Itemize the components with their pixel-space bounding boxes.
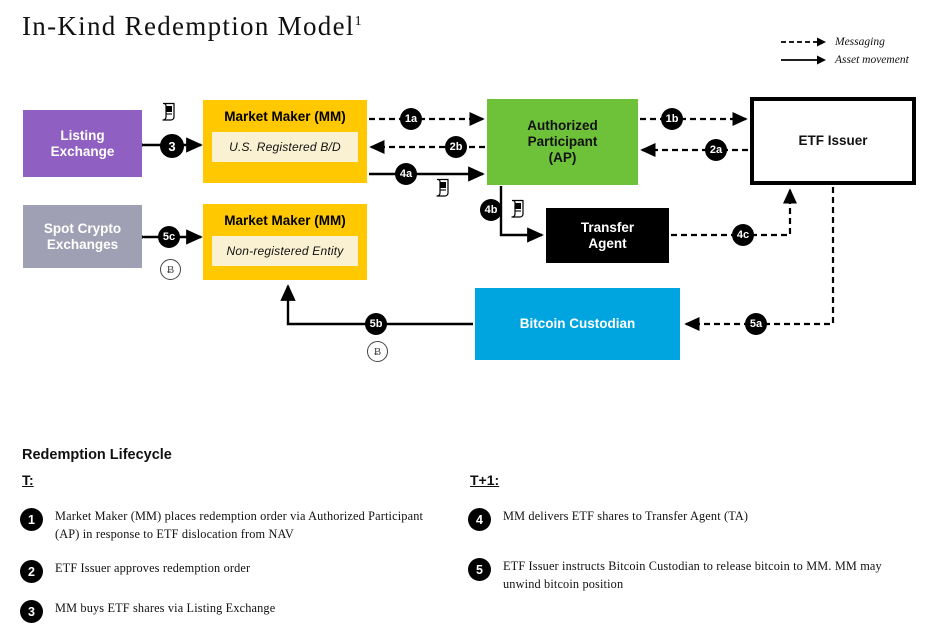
lifecycle-heading: Redemption Lifecycle [22,447,172,463]
node-spot-crypto-line1: Spot Crypto [43,220,122,236]
legend-label-messaging: Messaging [835,36,885,48]
node-spot-crypto-exchanges[interactable]: Spot Crypto Exchanges [23,205,142,268]
node-market-maker-non-registered[interactable]: Market Maker (MM) Non-registered Entity [203,204,367,280]
node-listing-exchange-line2: Exchange [50,143,115,159]
lifecycle-column-heading-t1: T+1: [470,472,500,488]
node-spot-crypto-line2: Exchanges [46,236,119,252]
node-transfer-agent[interactable]: Transfer Agent [546,208,669,263]
flow-diagram: Listing Exchange Spot Crypto Exchanges M… [23,97,916,362]
lifecycle-step-3-text: MM buys ETF shares via Listing Exchange [55,601,276,615]
badge-4b[interactable]: 4b [480,199,502,221]
badge-2b[interactable]: 2b [445,136,467,158]
badge-1b[interactable]: 1b [661,108,683,130]
node-etf-issuer-label: ETF Issuer [798,133,868,149]
lifecycle-step-4: 4 MM delivers ETF shares to Transfer Age… [468,508,918,531]
node-transfer-agent-line2: Agent [588,235,627,251]
node-ap-line3: (AP) [548,149,577,165]
badge-3[interactable]: 3 [160,134,184,158]
dashed-arrow-icon [781,37,826,47]
badge-1a[interactable]: 1a [400,108,422,130]
badge-4a[interactable]: 4a [395,163,417,185]
scroll-document-icon-3 [162,102,175,121]
node-listing-exchange-line1: Listing [60,127,105,143]
title-footnote-marker: 1 [354,14,362,29]
connector-4c [671,188,798,237]
lifecycle-column-heading-t: T: [22,472,34,488]
legend-item-messaging: Messaging [781,33,937,51]
node-transfer-agent-line1: Transfer [580,219,635,235]
connector-5b [280,284,473,326]
lifecycle-step-1-text: Market Maker (MM) places redemption orde… [55,509,424,541]
legend-label-asset-movement: Asset movement [835,54,909,66]
bitcoin-token-icon-5b: Ƀ [367,341,388,362]
node-mm-bd-subtitle: U.S. Registered B/D [212,131,358,162]
lifecycle-step-2-text: ETF Issuer approves redemption order [55,561,251,575]
bitcoin-token-icon-5c: Ƀ [160,259,181,280]
badge-5c[interactable]: 5c [158,226,180,248]
lifecycle-step-5-number: 5 [468,558,491,581]
scroll-document-icon-4b [511,199,524,218]
badge-4c[interactable]: 4c [732,224,754,246]
node-mm-nonreg-subtitle: Non-registered Entity [212,235,358,266]
redemption-lifecycle-section: Redemption Lifecycle T: T+1: 1 Market Ma… [0,440,937,629]
lifecycle-step-3-number: 3 [20,600,43,623]
legend: Messaging Asset movement [781,33,937,69]
lifecycle-step-3: 3 MM buys ETF shares via Listing Exchang… [20,600,440,623]
badge-2a[interactable]: 2a [705,139,727,161]
node-mm-bd-title: Market Maker (MM) [224,109,346,124]
node-listing-exchange[interactable]: Listing Exchange [23,110,142,177]
page-title-text: In-Kind Redemption Model [22,11,355,41]
node-ap-line2: Participant [527,134,598,150]
connector-4b [499,186,544,243]
lifecycle-step-1: 1 Market Maker (MM) places redemption or… [20,508,440,544]
lifecycle-step-1-number: 1 [20,508,43,531]
node-mm-nonreg-title: Market Maker (MM) [224,213,346,228]
lifecycle-step-2-number: 2 [20,560,43,583]
scroll-document-icon-4a [436,178,449,197]
badge-5b[interactable]: 5b [365,313,387,335]
lifecycle-step-4-number: 4 [468,508,491,531]
lifecycle-step-4-text: MM delivers ETF shares to Transfer Agent… [503,509,749,523]
node-etf-issuer[interactable]: ETF Issuer [750,97,916,185]
lifecycle-step-2: 2 ETF Issuer approves redemption order [20,560,440,583]
node-market-maker-broker-dealer[interactable]: Market Maker (MM) U.S. Registered B/D [203,100,367,183]
lifecycle-step-5-text: ETF Issuer instructs Bitcoin Custodian t… [503,559,882,591]
node-bitcoin-custodian-label: Bitcoin Custodian [519,316,636,332]
lifecycle-step-5: 5 ETF Issuer instructs Bitcoin Custodian… [468,558,918,594]
solid-arrow-icon [781,55,826,65]
node-bitcoin-custodian[interactable]: Bitcoin Custodian [475,288,680,360]
node-authorized-participant[interactable]: Authorized Participant (AP) [487,99,638,185]
legend-item-asset-movement: Asset movement [781,51,937,69]
node-ap-line1: Authorized [527,118,598,134]
page-title: In-Kind Redemption Model1 [22,11,362,42]
connector-5a [684,187,835,332]
badge-5a[interactable]: 5a [745,313,767,335]
